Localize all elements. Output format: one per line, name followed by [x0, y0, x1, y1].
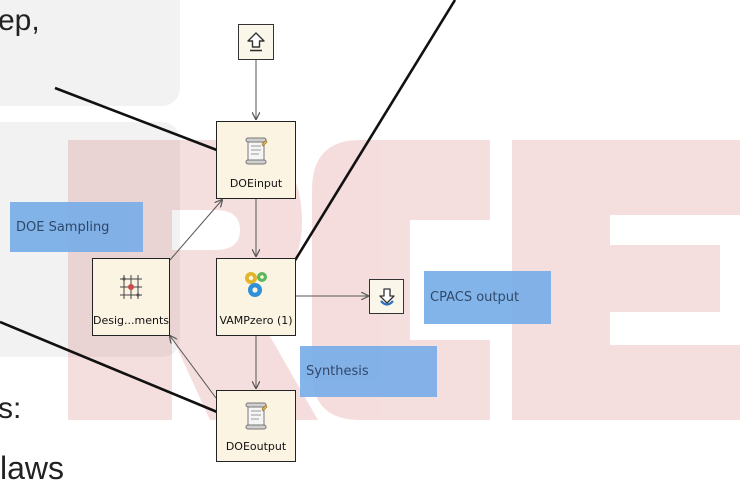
vampzero-node[interactable]: VAMPzero (1) — [216, 258, 296, 336]
cpacs-output-label: CPACS output — [424, 271, 551, 324]
partial-text-cut: laws — [0, 450, 65, 486]
doe-output-label: DOEoutput — [225, 440, 287, 453]
doe-output-node[interactable]: DOEoutput — [216, 390, 296, 462]
script-icon — [245, 137, 268, 165]
vampzero-label: VAMPzero (1) — [219, 314, 293, 327]
synthesis-label: Synthesis — [300, 346, 437, 397]
doe-input-label: DOEinput — [229, 177, 283, 190]
design-of-experiments-node[interactable]: Desig...ments — [92, 258, 170, 336]
design-grid-icon — [120, 275, 142, 299]
partial-text-colon: s: — [0, 392, 22, 425]
design-label: Desig...ments — [93, 314, 169, 327]
cpacs-output-node[interactable] — [369, 279, 404, 314]
doe-input-node[interactable]: DOEinput — [216, 121, 296, 199]
script-icon — [245, 402, 268, 430]
upload-arrow-icon — [247, 32, 265, 52]
start-node[interactable] — [238, 24, 274, 60]
gears-icon — [245, 272, 267, 297]
download-arrow-icon — [378, 287, 395, 306]
doe-sampling-label: DOE Sampling — [10, 202, 143, 252]
watermark-letter-e — [512, 140, 740, 420]
partial-text-top: ep, — [0, 4, 40, 37]
